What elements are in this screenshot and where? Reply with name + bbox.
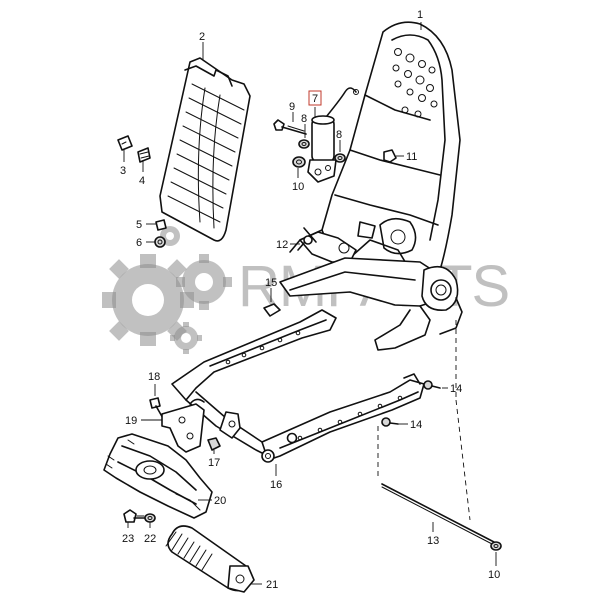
leader-lines [123, 22, 497, 585]
callout-12: 12 [276, 239, 288, 251]
callout-7-highlight [308, 90, 322, 106]
reference-lines [377, 320, 471, 521]
watermark-gear-small [170, 322, 202, 354]
part-11-bracket-nut[interactable] [383, 149, 397, 163]
callout-19: 19 [125, 415, 137, 427]
callout-8-upper: 8 [301, 113, 307, 125]
part-15-clip[interactable] [263, 303, 281, 317]
callout-14-lower: 14 [410, 419, 422, 431]
part-14-bolt-lower[interactable] [381, 417, 399, 427]
callout-17: 17 [208, 457, 220, 469]
part-16-seat-rail-frame[interactable] [171, 309, 425, 463]
part-13-rod[interactable] [381, 483, 495, 546]
part-8-washer-upper[interactable] [298, 139, 310, 149]
callout-2: 2 [199, 31, 205, 43]
callout-11: 11 [406, 151, 417, 163]
callout-3: 3 [120, 165, 126, 177]
part-9-bolt[interactable] [273, 119, 307, 135]
part-22-washer[interactable] [144, 513, 156, 523]
part-23-bolt[interactable] [123, 509, 147, 523]
part-14-bolt-upper[interactable] [423, 380, 441, 390]
callout-4: 4 [139, 175, 145, 187]
callout-7: 7 [312, 93, 318, 105]
callout-21: 21 [266, 579, 278, 591]
callout-5: 5 [136, 219, 142, 231]
watermark-gear-medium [176, 254, 232, 310]
callout-1: 1 [417, 9, 423, 21]
callout-labels: 1 2 3 4 5 6 7 9 8 8 10 11 12 15 14 14 16… [120, 9, 500, 591]
part-20-motor-housing[interactable] [103, 433, 213, 519]
part-19-bracket[interactable] [161, 398, 205, 453]
callout-15: 15 [265, 277, 277, 289]
callout-23: 23 [122, 533, 134, 545]
watermark-gear-large [102, 254, 194, 346]
callout-8-lower: 8 [336, 129, 342, 141]
part-17-nut[interactable] [207, 437, 221, 451]
part-6-nut[interactable] [154, 236, 166, 248]
callout-20: 20 [214, 495, 226, 507]
part-10-nut-lower[interactable] [490, 541, 502, 551]
part-10-nut-upper[interactable] [292, 156, 306, 168]
callout-10-lower: 10 [488, 569, 500, 581]
callout-14-upper: 14 [450, 383, 462, 395]
part-21-electric-motor[interactable] [165, 525, 255, 593]
callout-6: 6 [136, 237, 142, 249]
part-5-fastener[interactable] [155, 219, 167, 231]
callout-18: 18 [148, 371, 160, 383]
callout-16: 16 [270, 479, 282, 491]
callout-13: 13 [427, 535, 439, 547]
part-7-motor[interactable] [307, 87, 359, 183]
part-4-spring-clip[interactable] [137, 147, 151, 163]
part-2-seat-back-mesh[interactable] [159, 57, 251, 242]
callout-9: 9 [289, 101, 295, 113]
part-3-clip[interactable] [117, 135, 133, 151]
part-12-lever[interactable] [297, 227, 317, 251]
callout-10-upper: 10 [292, 181, 304, 193]
callout-22: 22 [144, 533, 156, 545]
part-8-washer-lower[interactable] [334, 153, 346, 163]
